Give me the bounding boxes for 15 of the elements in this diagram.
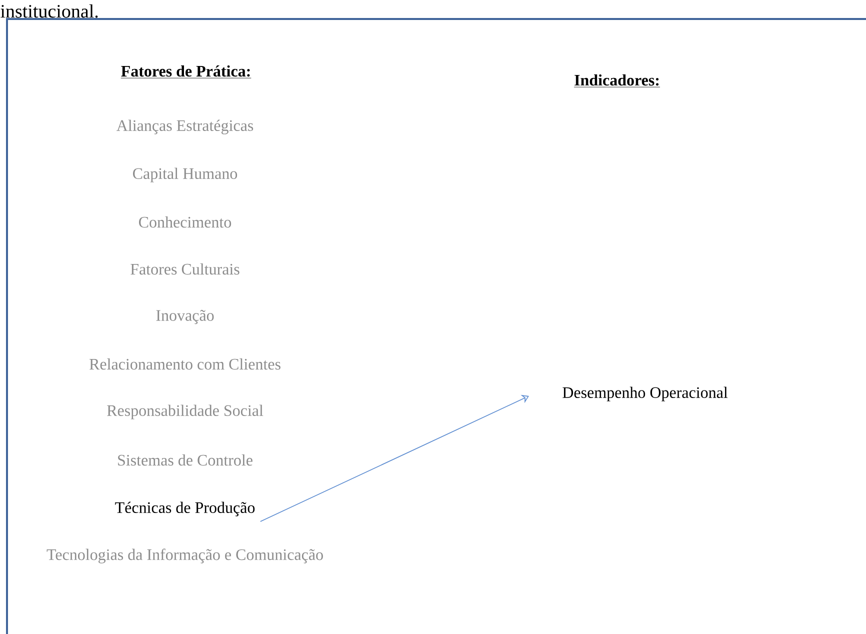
factor-text: Fatores Culturais bbox=[130, 263, 240, 275]
arrow bbox=[260, 394, 529, 522]
factor-text: Alianças Estratégicas bbox=[116, 120, 254, 134]
factor-text: Conhecimento bbox=[139, 216, 232, 228]
factor-text: Inovação bbox=[156, 310, 214, 324]
factor-text: Responsabilidade Social bbox=[107, 404, 264, 420]
heading: Fatores de Prática: bbox=[120, 65, 252, 78]
factor-text: Tecnologias da Informação e Comunicação bbox=[46, 548, 323, 564]
factor-text: Sistemas de Controle bbox=[118, 454, 252, 466]
item-text: Desempenho Operacional bbox=[562, 386, 728, 402]
factor-text: Capital Humano bbox=[133, 168, 238, 182]
cut-text: institucional. bbox=[0, 4, 98, 18]
item-text: Técnicas de Produção bbox=[115, 502, 255, 516]
factor-text: Relacionamento com Clientes bbox=[89, 358, 280, 370]
heading: Indicadores: bbox=[574, 74, 660, 88]
